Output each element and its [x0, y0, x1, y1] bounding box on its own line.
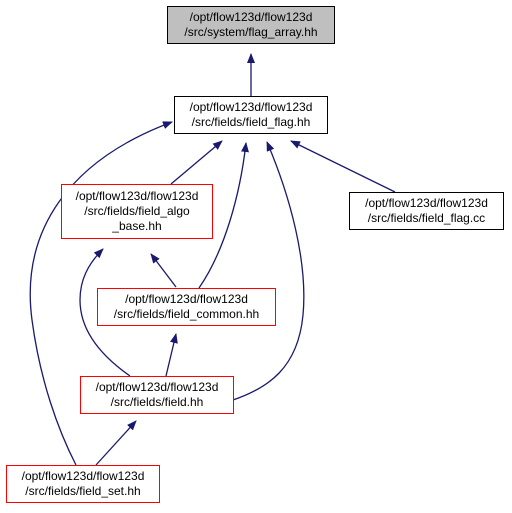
node-field-set-hh[interactable]: /opt/flow123d/flow123d/src/fields/field_…: [6, 465, 160, 503]
node-field-hh[interactable]: /opt/flow123d/flow123d/src/fields/field.…: [80, 376, 234, 414]
node-label-line: /opt/flow123d/flow123d: [365, 196, 488, 210]
node-field-flag-cc[interactable]: /opt/flow123d/flow123d/src/fields/field_…: [349, 192, 504, 230]
node-field-algo-base-hh[interactable]: /opt/flow123d/flow123d/src/fields/field_…: [61, 184, 213, 239]
node-label-line: /opt/flow123d/flow123d: [75, 189, 199, 203]
node-label-line: _base.hh: [112, 219, 162, 233]
node-field-common-hh[interactable]: /opt/flow123d/flow123d/src/fields/field_…: [97, 288, 276, 326]
node-label-line: /opt/flow123d/flow123d: [21, 469, 145, 483]
node-label-line: /src/fields/field_flag.cc: [367, 211, 486, 225]
edge-field-algo-base-hh-to-field-flag-hh: [170, 140, 223, 185]
node-flag-array-hh: /opt/flow123d/flow123d/src/system/flag_a…: [167, 6, 335, 44]
node-label-line: /opt/flow123d/flow123d: [95, 380, 219, 394]
edge-field-set-hh-to-field-flag-hh: [29, 121, 173, 466]
node-label-line: /opt/flow123d/flow123d: [189, 100, 313, 114]
node-label-line: /src/fields/field_algo: [84, 204, 190, 218]
node-field-flag-hh[interactable]: /opt/flow123d/flow123d/src/fields/field_…: [174, 96, 328, 134]
node-label-line: /src/fields/field_common.hh: [113, 307, 260, 321]
edge-field-flag-cc-to-field-flag-hh: [290, 140, 396, 193]
edge-field-hh-to-field-common-hh: [165, 333, 178, 377]
node-label-line: /src/fields/field_flag.hh: [191, 115, 311, 129]
edge-field-common-hh-to-field-flag-hh: [198, 142, 249, 289]
node-label-line: /src/fields/field.hh: [110, 395, 204, 409]
node-label-line: /opt/flow123d/flow123d: [189, 10, 313, 24]
node-label-line: /src/fields/field_set.hh: [25, 484, 141, 498]
edge-field-hh-to-field-algo-base-hh: [79, 248, 131, 377]
edge-field-hh-to-field-flag-hh: [232, 141, 305, 401]
node-label-line: /src/system/flag_array.hh: [184, 25, 318, 39]
edge-field-common-hh-to-field-algo-base-hh: [150, 253, 177, 288]
node-label-line: /opt/flow123d/flow123d: [125, 292, 248, 306]
edge-field-set-hh-to-field-hh: [95, 420, 137, 466]
